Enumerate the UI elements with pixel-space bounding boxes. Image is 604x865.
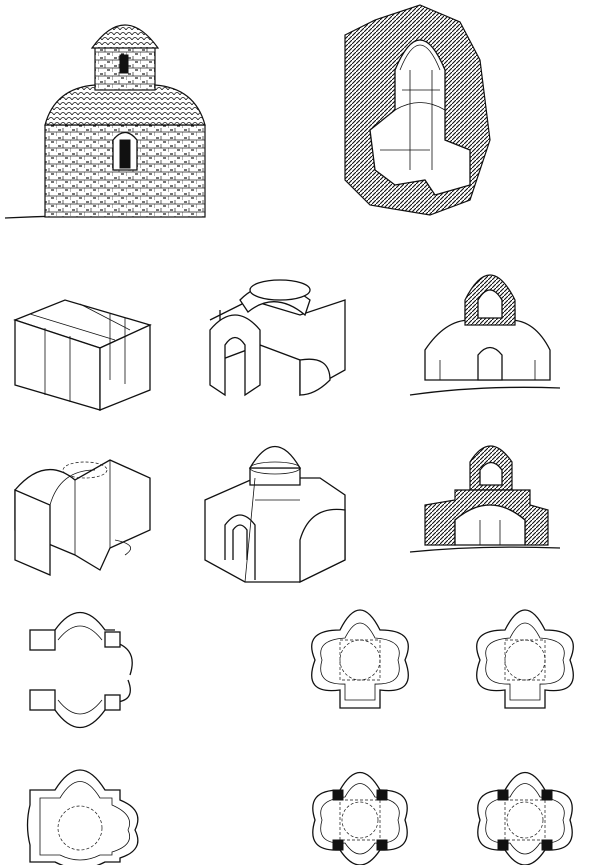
- cutaway-section: [344, 4, 491, 216]
- axonometric-cross-domed: [14, 459, 151, 576]
- section-elevation-1: [409, 274, 561, 396]
- axonometric-cross-vaults: [209, 279, 346, 397]
- plan-quatrefoil-c: [312, 772, 408, 865]
- axonometric-box-frame: [13, 299, 152, 411]
- section-elevation-2: [409, 445, 561, 553]
- plan-open-trefoil: [29, 612, 133, 728]
- plan-trefoil-closed: [26, 769, 139, 865]
- axonometric-domed-church: [204, 445, 346, 584]
- plan-quatrefoil-b: [476, 609, 574, 709]
- elevation-exterior: [4, 24, 206, 219]
- plan-quatrefoil-d: [477, 772, 573, 865]
- plan-quatrefoil-a: [311, 609, 409, 709]
